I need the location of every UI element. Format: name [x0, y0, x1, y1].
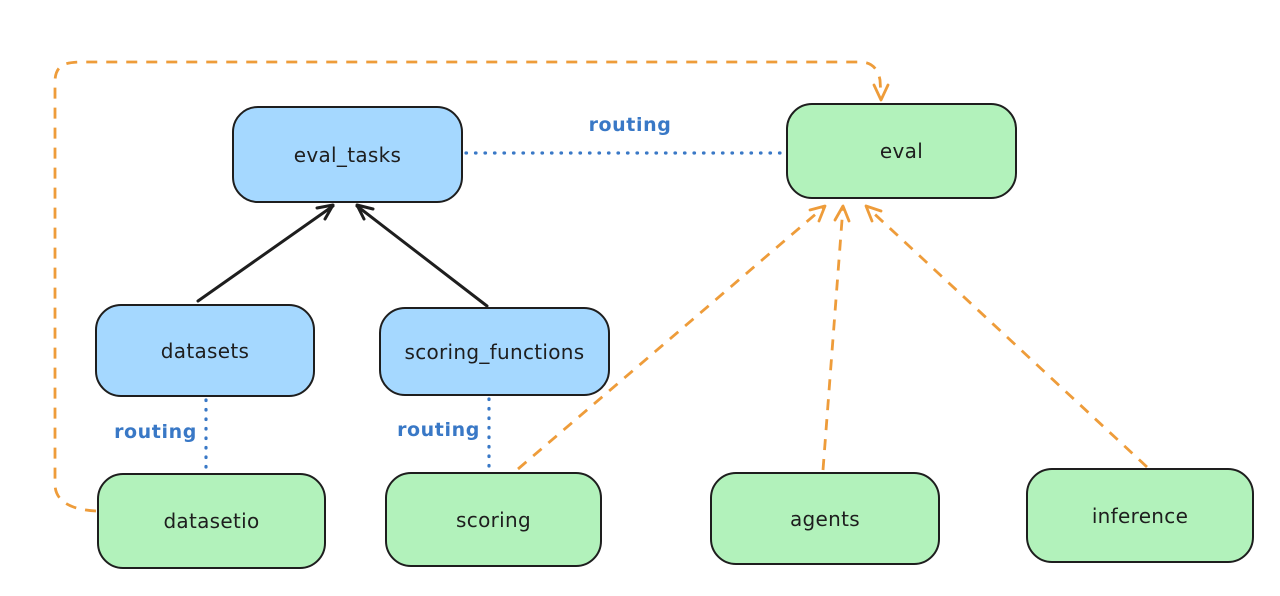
edge-label-routing-eval-tasks-eval: routing	[588, 114, 672, 136]
edge-label-routing-scoring-functions-scoring: routing	[397, 419, 480, 441]
node-inference: inference	[1026, 468, 1254, 563]
node-eval-tasks: eval_tasks	[232, 106, 463, 203]
edge-scoring-functions-to-eval-tasks	[355, 204, 489, 308]
node-datasetio: datasetio	[97, 473, 326, 569]
node-datasets: datasets	[95, 304, 315, 397]
node-scoring: scoring	[385, 472, 602, 567]
edge-datasetio-to-eval	[53, 60, 883, 513]
edge-agents-to-eval	[821, 206, 845, 471]
arrowhead-inference-to-eval	[864, 204, 883, 223]
edge-label-routing-datasets-datasetio: routing	[114, 421, 197, 443]
arrowhead-datasets-to-eval-tasks	[315, 203, 335, 221]
arrowhead-scoring-functions-to-eval-tasks	[355, 203, 375, 221]
edge-datasets-to-eval-tasks	[196, 204, 335, 303]
arrowhead-datasetio-to-eval	[872, 83, 890, 102]
arrowhead-scoring-to-eval	[808, 204, 827, 223]
arrowhead-agents-to-eval	[833, 204, 851, 223]
edge-scoring-to-eval	[517, 205, 825, 471]
edge-inference-to-eval	[866, 205, 1148, 469]
node-eval: eval	[786, 103, 1017, 199]
node-scoring-functions: scoring_functions	[379, 307, 610, 396]
node-agents: agents	[710, 472, 940, 565]
